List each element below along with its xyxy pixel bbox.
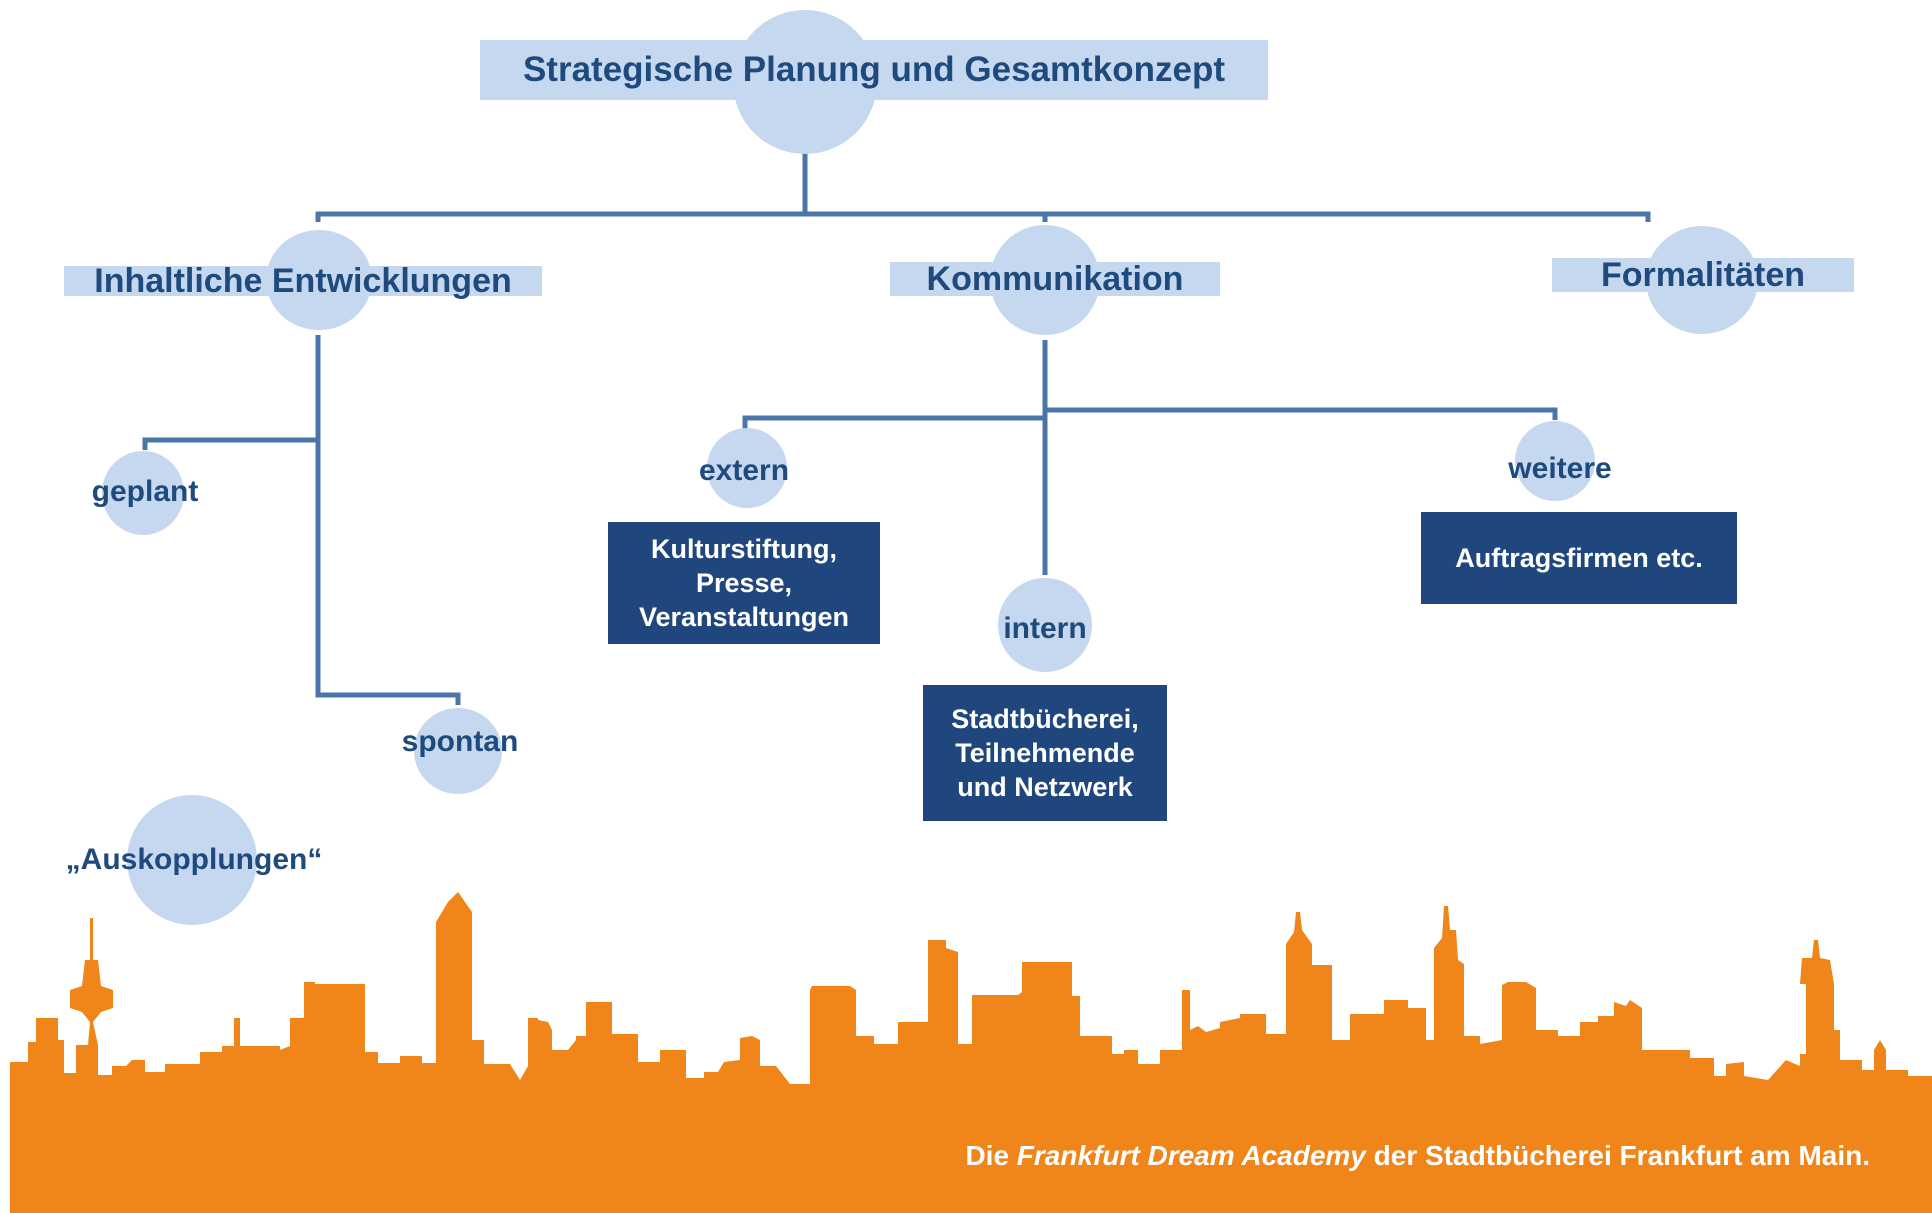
connector-root-branches (315, 211, 1651, 222)
weitere-bubble (1515, 421, 1595, 501)
weitere-box: Auftragsfirmen etc. (1421, 512, 1737, 604)
auskopplungen-bubble (127, 795, 257, 925)
intern-box: Stadtbücherei, Teilnehmende und Netzwerk (923, 685, 1167, 821)
footer-italic-title: Frankfurt Dream Academy (1016, 1140, 1366, 1171)
root-band (480, 40, 1268, 100)
footer-prefix: Die (965, 1140, 1017, 1171)
intern-box-line-1: Stadtbücherei, (951, 704, 1139, 734)
weitere-label: weitere (1508, 452, 1612, 485)
extern-label: extern (698, 454, 790, 487)
footer-suffix: der Stadtbücherei Frankfurt am Main. (1365, 1140, 1870, 1171)
geplant-bubble (102, 451, 184, 535)
connector-geplant (142, 437, 318, 450)
extern-box-line-1: Kulturstiftung, (651, 534, 837, 564)
footer-caption: Die Frankfurt Dream Academy der Stadtbüc… (0, 1140, 1870, 1172)
intern-label: intern (1003, 612, 1087, 645)
geplant-label: geplant (91, 475, 199, 508)
intern-box-line-2: Teilnehmende (955, 738, 1135, 768)
extern-bubble (707, 428, 787, 508)
weitere-box-line-1: Auftragsfirmen etc. (1455, 543, 1703, 573)
spontan-bubble (414, 708, 502, 794)
extern-box: Kulturstiftung, Presse, Veranstaltungen (608, 522, 880, 644)
kommunikation-band (890, 262, 1220, 296)
inhalt-label: Inhaltliche Entwicklungen (94, 262, 512, 300)
auskopplungen-label: „Auskopplungen“ (65, 843, 323, 876)
root-label: Strategische Planung und Gesamtkonzept (522, 50, 1226, 89)
intern-bubble (998, 578, 1092, 672)
extern-box-line-2: Presse, (695, 568, 793, 598)
formalitaeten-label: Formalitäten (1600, 256, 1806, 294)
intern-box-line-3: und Netzwerk (957, 772, 1133, 802)
spontan-label: spontan (401, 725, 519, 758)
extern-box-line-3: Veranstaltungen (638, 602, 850, 632)
inhalt-band (64, 266, 542, 296)
connector-kommunikation-branches (742, 407, 1558, 430)
formalitaeten-band (1552, 258, 1854, 292)
connector-inhalt-stem (315, 335, 461, 705)
kommunikation-label: Kommunikation (926, 260, 1184, 298)
